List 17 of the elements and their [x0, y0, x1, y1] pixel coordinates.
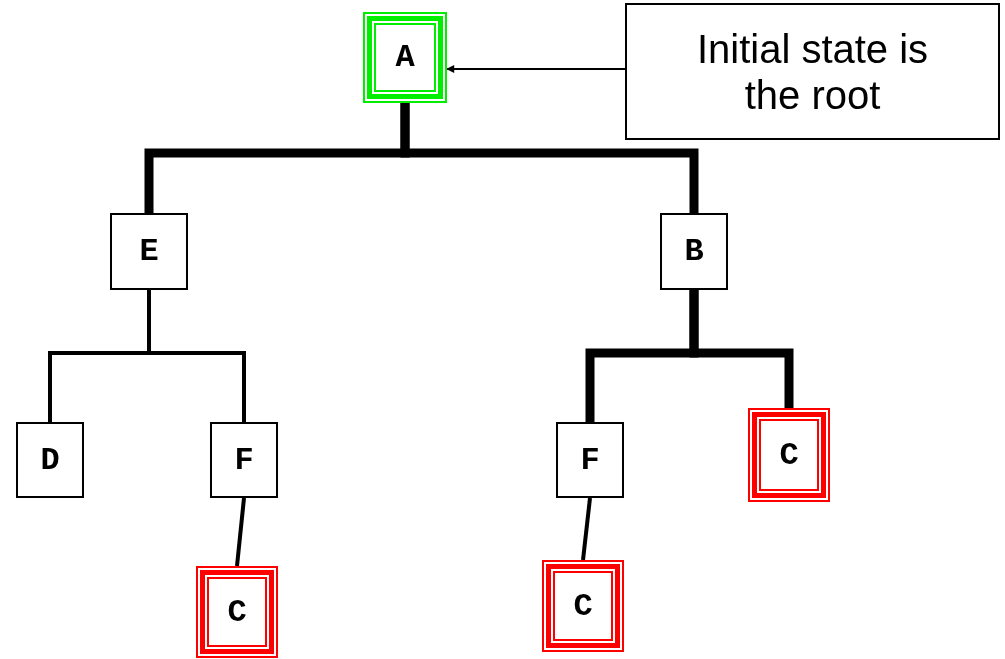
state-node: C [748, 408, 830, 502]
state-node: C [542, 560, 624, 652]
tree-branch-line [147, 290, 246, 422]
arrow [446, 65, 626, 73]
state-node: A [363, 12, 447, 103]
tree-branch-line [689, 290, 794, 408]
state-node: F [210, 422, 278, 498]
state-node: C [196, 566, 278, 658]
tree-branch-line [235, 497, 246, 567]
callout-box [625, 3, 1000, 140]
state-node: F [556, 422, 624, 498]
tree-branch-line [581, 497, 592, 561]
state-node: B [660, 213, 728, 290]
state-node: D [16, 422, 84, 498]
tree-branch-line [400, 103, 699, 213]
callout-text: Initial state is the root [695, 25, 930, 118]
state-node: E [110, 213, 188, 290]
